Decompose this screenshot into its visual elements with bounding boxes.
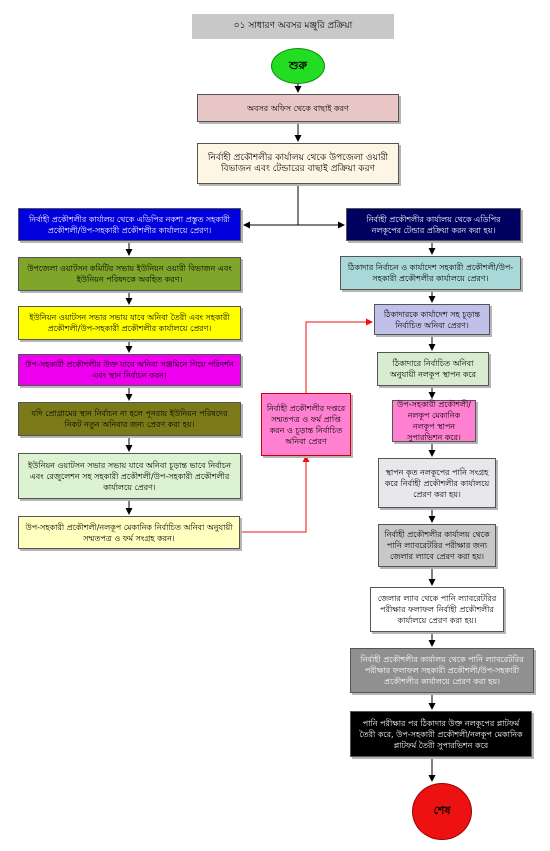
- page-title: ০১ সাধারণ অবসর মঞ্জুরি প্রক্রিয়া: [192, 14, 394, 39]
- node-upazila-division: নির্বাহী প্রকৌশলীর কার্যালয় থেকে উপজেলা…: [197, 143, 399, 184]
- node-middle-receive: নির্বাহী প্রকৌশলীর দপ্তরে সম্মতপত্র ও ফর…: [261, 393, 351, 456]
- node-left-6: ইউনিয়ন ওয়াটসন সভার সভায় যাবে অনিবা চূ…: [18, 453, 241, 499]
- node-left-3: ইউনিয়ন ওয়াটসন সভার সভায় যাবে অনিবা তৈ…: [18, 306, 241, 340]
- node-right-5: উপ-সহকারী প্রকৌশলী/ নলকূপ মেকানিক নলকূপ …: [392, 400, 476, 442]
- node-right-8: জেলার ল্যাব থেকে পানি ল্যাবরেটরির পরীক্ষ…: [370, 587, 504, 632]
- node-right-2: ঠিকাদার নির্বাচন ও কার্যাদেশ সহকারী প্রক…: [340, 256, 521, 290]
- node-left-7: উপ-সহকারী প্রকৌশলী/নলকূপ মেকানিক নির্বাচ…: [18, 516, 240, 549]
- node-left-4: উপ-সহকারী প্রকৌশলীর উক্ত যাবে অনিবা সঞ্জ…: [18, 354, 241, 386]
- node-right-9: নির্বাহী প্রকৌশলীর কার্যালয় থেকে পানি ল…: [350, 648, 534, 693]
- arrow-l7-mid: [240, 455, 310, 533]
- node-archive-selection: অবসর অফিস থেকে বাছাই করণ: [197, 94, 399, 122]
- node-right-1: নির্বাহী প্রকৌশলীর কার্যালয় থেকে এডিপির…: [346, 208, 521, 241]
- node-left-2: উপজেলা ওয়াটসন কমিটির সভায় ইউনিয়ন ওয়া…: [18, 257, 241, 291]
- arrow-mid-r3: [305, 318, 373, 393]
- node-right-7: নির্বাহী প্রকৌশলীর কার্যালয় থেকে পানি ল…: [378, 524, 496, 567]
- node-right-4: ঠিকাদারে নির্বাচিত অনিবা অনুযায়ী নলকূপ …: [377, 352, 489, 386]
- node-left-5: যদি প্রোগ্রামের স্থান নির্বাচন না হলে পূ…: [18, 402, 241, 436]
- node-right-3: ঠিকাদারকে কার্যাদেশ সহ চূড়ান্ত নির্বাচি…: [374, 304, 490, 335]
- start-node: শুরু: [271, 48, 325, 84]
- node-left-1: নির্বাহী প্রকৌশলীর কার্যালয় থেকে এডিপির…: [18, 208, 241, 241]
- node-right-10: পানি পরীক্ষার পর ঠিকাদার উক্ত নলকূপের প্…: [350, 711, 532, 757]
- node-right-6: স্থাপন কৃত নলকূপের পানি সংগ্রহ করে নির্ব…: [378, 458, 496, 508]
- end-node: শেষ: [412, 783, 472, 840]
